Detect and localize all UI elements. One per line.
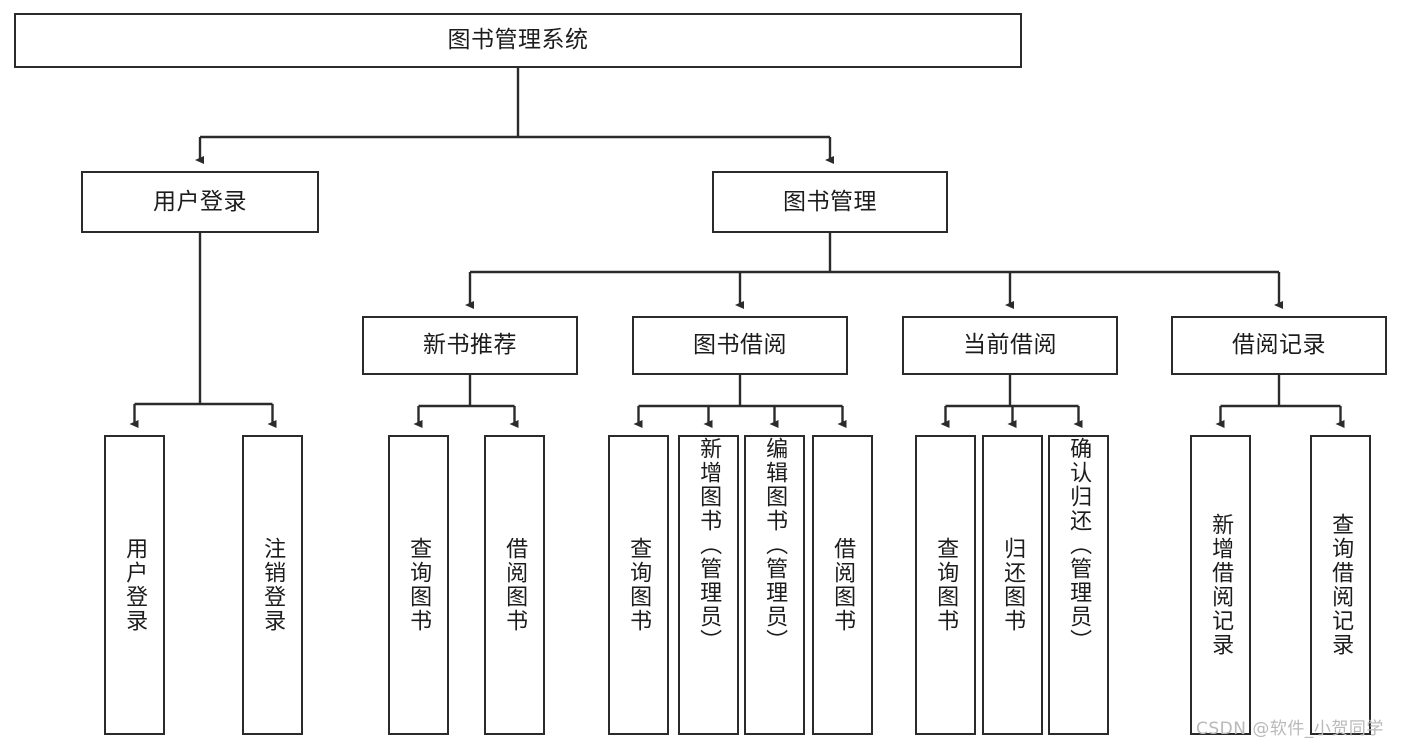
node-label-leaf-user-login: 用户登录	[122, 537, 148, 633]
node-leaf-confirm-return[interactable]: 确认归还（管理员）	[1048, 435, 1109, 735]
node-label-current-borrow: 当前借阅	[963, 332, 1057, 359]
node-leaf-user-logout[interactable]: 注销登录	[242, 435, 303, 735]
node-leaf-return-book[interactable]: 归还图书	[982, 435, 1043, 735]
node-label-leaf-borrow-book-new: 借阅图书	[502, 537, 528, 633]
node-leaf-query-record[interactable]: 查询借阅记录	[1310, 435, 1371, 735]
node-label-leaf-add-book: 新增图书（管理员）	[696, 437, 722, 653]
node-label-borrow-record: 借阅记录	[1232, 332, 1326, 359]
node-leaf-borrow-book-new[interactable]: 借阅图书	[484, 435, 545, 735]
node-leaf-query-book-new[interactable]: 查询图书	[388, 435, 449, 735]
node-leaf-add-record[interactable]: 新增借阅记录	[1190, 435, 1251, 735]
node-leaf-borrow-book-br[interactable]: 借阅图书	[812, 435, 873, 735]
node-label-leaf-edit-book: 编辑图书（管理员）	[762, 437, 788, 653]
node-root[interactable]: 图书管理系统	[14, 13, 1022, 68]
node-leaf-query-book-cb[interactable]: 查询图书	[915, 435, 976, 735]
node-new-book-recommend[interactable]: 新书推荐	[362, 316, 578, 375]
node-user-login[interactable]: 用户登录	[81, 171, 319, 233]
node-leaf-edit-book[interactable]: 编辑图书（管理员）	[744, 435, 805, 735]
csdn-watermark: CSDN @软件_小贺同学	[1196, 719, 1384, 739]
node-label-leaf-borrow-book-br: 借阅图书	[830, 537, 856, 633]
node-current-borrow[interactable]: 当前借阅	[902, 316, 1118, 375]
node-label-leaf-user-logout: 注销登录	[260, 537, 286, 633]
node-book-borrow[interactable]: 图书借阅	[632, 316, 848, 375]
node-label-new-book-recommend: 新书推荐	[423, 332, 517, 359]
node-label-leaf-add-record: 新增借阅记录	[1208, 513, 1234, 657]
node-leaf-add-book[interactable]: 新增图书（管理员）	[678, 435, 739, 735]
node-label-root: 图书管理系统	[447, 27, 589, 54]
node-label-leaf-return-book: 归还图书	[1000, 537, 1026, 633]
node-label-book-manage: 图书管理	[783, 188, 877, 215]
node-label-leaf-query-book-new: 查询图书	[406, 537, 432, 633]
node-label-leaf-query-book-br: 查询图书	[626, 537, 652, 633]
node-book-manage[interactable]: 图书管理	[712, 171, 948, 233]
node-label-book-borrow: 图书借阅	[693, 332, 787, 359]
node-borrow-record[interactable]: 借阅记录	[1171, 316, 1387, 375]
node-label-user-login: 用户登录	[153, 188, 247, 215]
node-label-leaf-query-record: 查询借阅记录	[1328, 513, 1354, 657]
node-leaf-query-book-br[interactable]: 查询图书	[608, 435, 669, 735]
node-label-leaf-query-book-cb: 查询图书	[933, 537, 959, 633]
node-leaf-user-login[interactable]: 用户登录	[104, 435, 165, 735]
node-label-leaf-confirm-return: 确认归还（管理员）	[1066, 437, 1092, 653]
